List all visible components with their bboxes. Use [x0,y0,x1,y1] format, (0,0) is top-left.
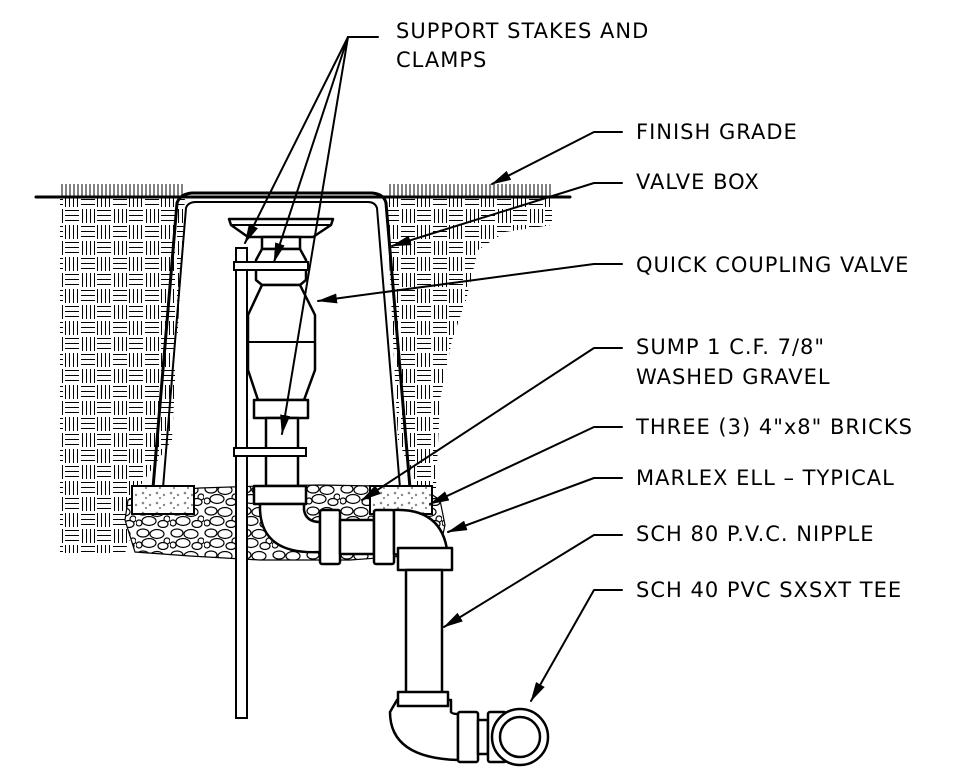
marlex-ell-bottom [388,698,460,762]
grass-right [389,184,551,197]
label-valve-box: VALVE BOX [636,170,760,194]
label-finish-grade: FINISH GRADE [636,120,798,144]
label-bricks: THREE (3) 4"x8" BRICKS [635,415,913,439]
support-stake [235,247,248,719]
clamp-upper [233,261,309,271]
soil-right [386,197,552,488]
brick-left [131,485,195,515]
label-sump-line2: WASHED GRAVEL [636,365,831,389]
nipple-vertical [404,568,444,700]
label-support-stakes-line2: CLAMPS [396,48,487,72]
ell-bottom-collar [396,690,450,708]
label-support-stakes-line1: SUPPORT STAKES AND [396,19,649,43]
nipple-horizontal [318,508,396,566]
label-quick-coupling-valve: QUICK COUPLING VALVE [636,253,909,277]
tee-inner [498,715,542,759]
leaders [244,36,623,702]
label-sch80-nipple: SCH 80 P.V.C. NIPPLE [636,522,874,546]
label-sch40-tee: SCH 40 PVC SXSXT TEE [636,578,902,602]
label-marlex-ell: MARLEX ELL – TYPICAL [636,466,895,490]
grass-left [61,184,183,197]
valve-box-outer [151,191,412,490]
marlex-ell-right-collar [396,546,454,572]
valve-box-inner [162,201,401,489]
label-sump-line1: SUMP 1 C.F. 7/8" [636,335,825,359]
clamp-lower [233,447,307,457]
